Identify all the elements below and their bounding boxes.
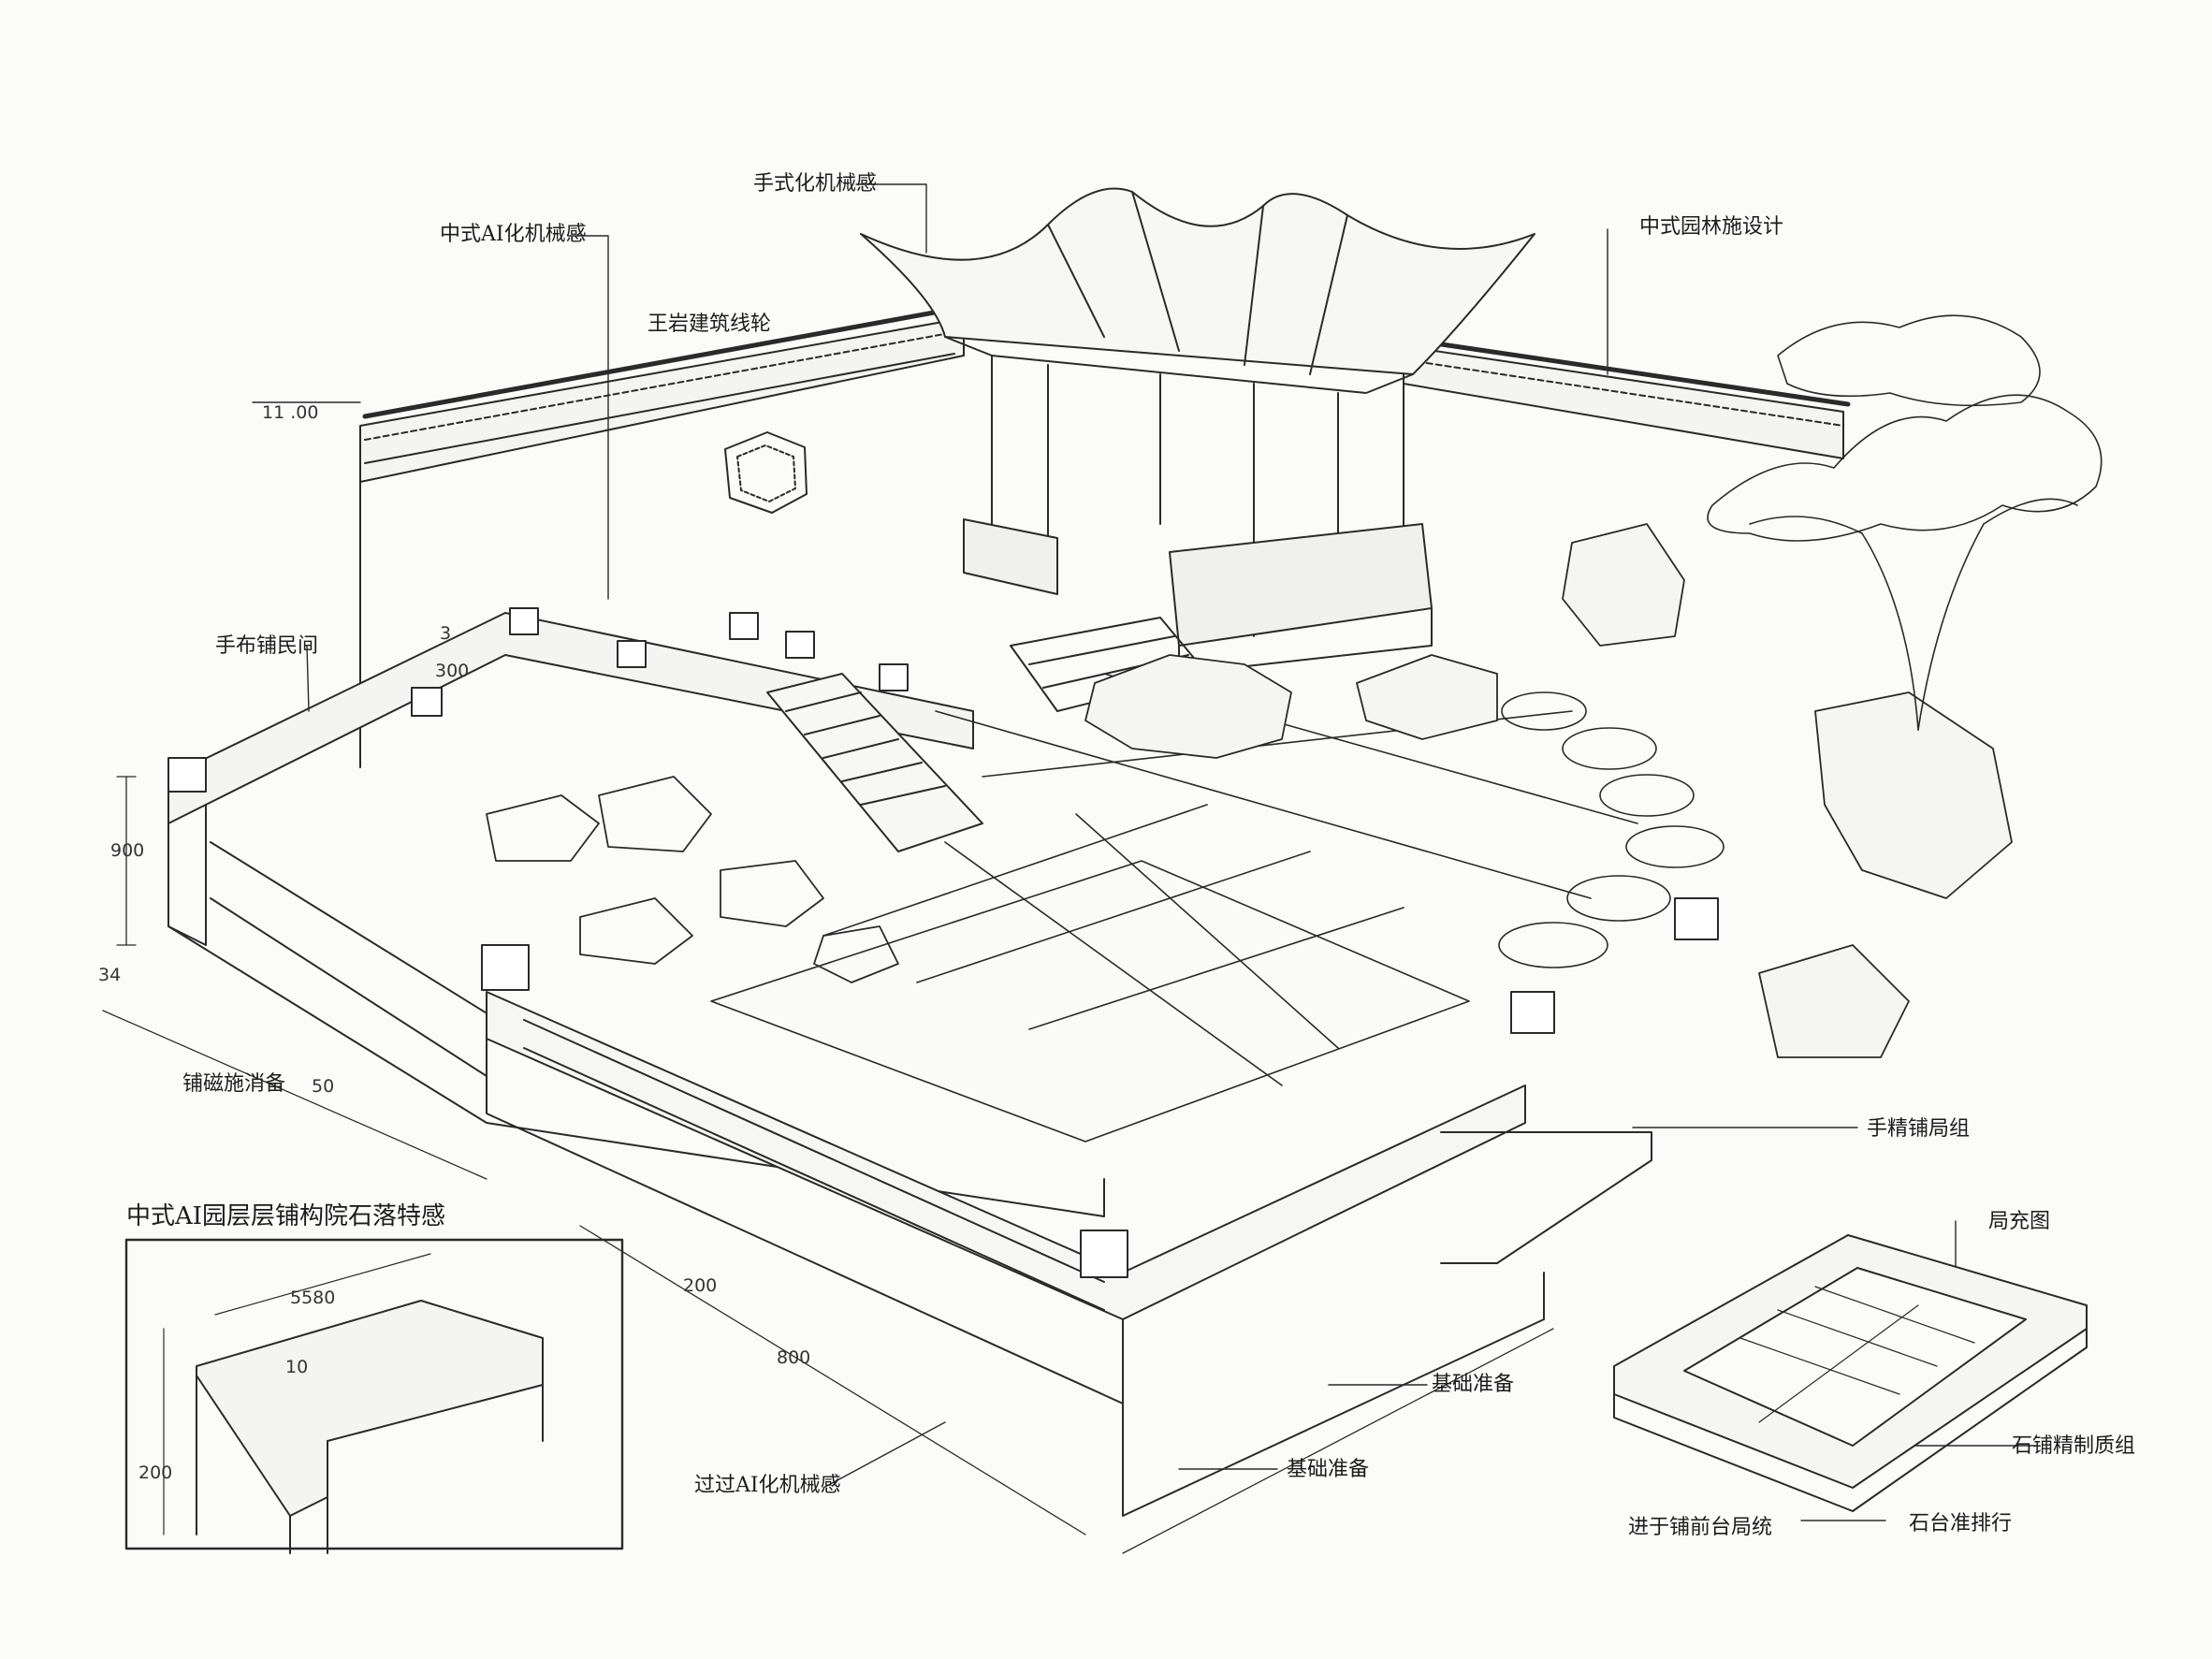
rock-garden (486, 523, 2013, 1058)
pavilion (860, 187, 1535, 675)
label-top-right: 中式园林施设计 (1639, 215, 1784, 239)
dim-top-left: 11 .00 (262, 402, 319, 423)
back-wall (359, 306, 1851, 768)
paved-courtyard (710, 673, 1638, 1142)
lattice-window (724, 431, 808, 514)
label-detail-bottom-right: 石台准排行 (1909, 1512, 2013, 1535)
dim-left-50: 50 (312, 1076, 335, 1097)
label-right-mid: 手精铺局组 (1867, 1117, 1971, 1141)
dim-inset-5580: 5580 (290, 1288, 336, 1308)
label-left-mid: 手布铺民间 (215, 634, 319, 658)
tree (1707, 314, 2103, 731)
label-top-center: 手式化机械感 (753, 172, 878, 196)
label-roof-wall: 王岩建筑线轮 (648, 313, 772, 336)
label-base-prep-1: 基础准备 (1432, 1373, 1515, 1396)
dimension-lines (102, 776, 1554, 1554)
dim-left-3: 3 (440, 623, 452, 644)
dim-mid-800: 800 (777, 1347, 811, 1368)
label-bottom-mid: 过过AI化机械感 (694, 1474, 841, 1497)
label-detail-bottom-left: 进于铺前台局统 (1628, 1516, 1773, 1539)
label-detail-right: 石铺精制质组 (2012, 1434, 2136, 1458)
label-top-left: 中式AI化机械感 (440, 223, 587, 246)
label-left-low: 铺磁施消备 (182, 1072, 286, 1096)
inset-detail (124, 1238, 624, 1554)
slab-detail (1613, 1234, 2088, 1512)
dim-mid-200: 200 (683, 1275, 718, 1296)
dim-inset-10: 10 (285, 1357, 309, 1377)
leader-lines (252, 183, 2036, 1521)
label-base-prep-2: 基础准备 (1287, 1458, 1370, 1481)
front-railing (481, 897, 1719, 1517)
dim-left-900: 900 (110, 840, 145, 861)
inset-title: 中式AI园层层铺构院石落特感 (126, 1202, 446, 1230)
dim-left-34: 34 (98, 965, 122, 985)
dim-inset-200: 200 (138, 1463, 173, 1483)
stone-path (1498, 691, 1724, 968)
dim-left-300: 300 (435, 661, 470, 681)
label-detail-top: 局充图 (1988, 1210, 2051, 1233)
